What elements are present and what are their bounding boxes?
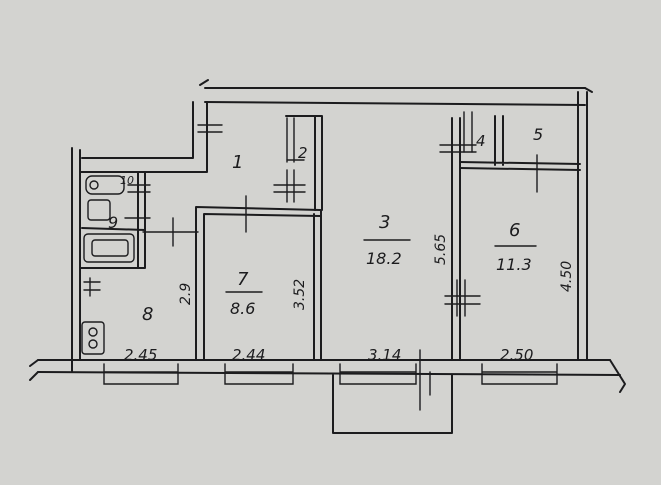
room-4-number: 4	[476, 132, 486, 150]
room-1-number: 1	[232, 152, 243, 173]
toilet-fixture	[85, 175, 125, 195]
dimension-width-6: 2.50	[500, 346, 533, 364]
sink-fixture	[87, 199, 111, 221]
room-3-number: 3	[379, 212, 390, 233]
room-6-number: 6	[509, 220, 520, 241]
dimension-width-8: 2.45	[124, 346, 157, 364]
bathtub-fixture	[83, 233, 135, 263]
room-6-area: 11.3	[496, 255, 532, 274]
windows	[103, 349, 558, 411]
kitchen-sink-fixture	[83, 277, 101, 297]
room-9-number: 9	[108, 213, 118, 232]
room-5-number: 5	[533, 125, 543, 144]
room-2-number: 2	[298, 144, 308, 162]
room-7-area: 8.6	[230, 299, 255, 318]
room-labels: 1 2 3 18.2 4 5 6 11.3 7 8.6 8 9 10	[108, 125, 543, 325]
fixtures	[81, 175, 135, 355]
door-marks	[124, 111, 538, 317]
dimension-width-3: 3.14	[368, 346, 401, 364]
dimension-depth-7: 3.52	[292, 279, 308, 310]
room-3-area: 18.2	[366, 249, 402, 268]
room-8-number: 8	[142, 304, 153, 325]
room-10-number: 10	[120, 174, 134, 187]
room-7-number: 7	[237, 269, 249, 290]
dimension-depth-3: 5.65	[433, 234, 449, 265]
stove-fixture	[81, 321, 105, 355]
dimension-depth-6: 4.50	[559, 261, 575, 292]
dimension-depth-8: 2.9	[178, 283, 194, 305]
dimension-width-7: 2.44	[232, 346, 265, 364]
dimension-labels: 2.45 2.44 3.14 2.50 2.9 3.52 5.65 4.50	[124, 234, 575, 364]
